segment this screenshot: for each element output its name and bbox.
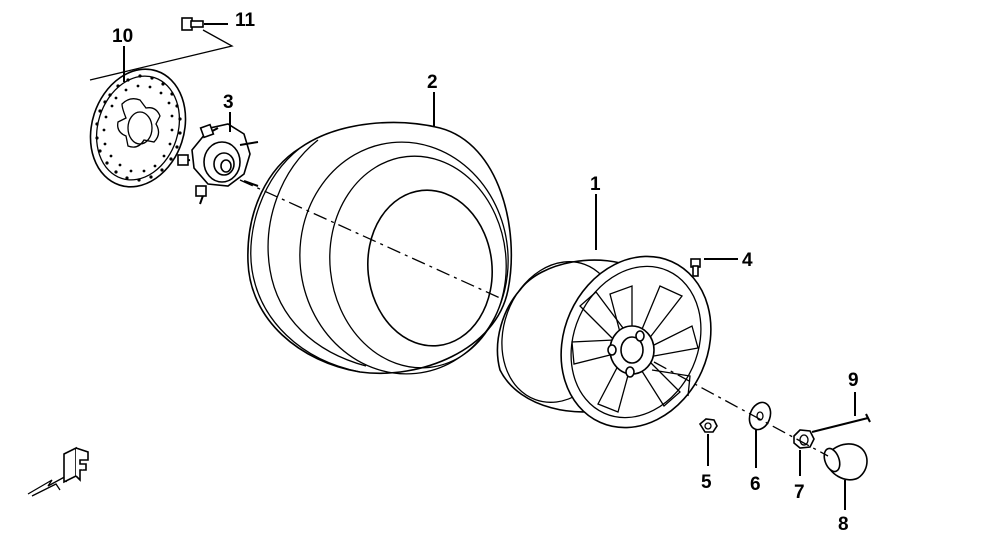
callout-10: 10	[112, 26, 133, 47]
callout-5: 5	[701, 472, 712, 493]
wheel-hub	[177, 123, 259, 205]
tire	[247, 121, 513, 375]
lug-nut	[698, 418, 718, 433]
assembly-axis-lines	[239, 179, 829, 457]
valve-stem	[690, 258, 701, 277]
wheel-rim	[496, 255, 712, 429]
disc-bolt	[181, 17, 204, 31]
callout-4: 4	[742, 250, 753, 271]
callout-9: 9	[848, 370, 859, 391]
callout-1: 1	[590, 174, 601, 195]
cotter-pin	[811, 413, 871, 433]
hub-cap	[823, 443, 868, 481]
callout-3: 3	[223, 92, 234, 113]
leader-lines	[89, 23, 856, 510]
castle-nut	[793, 429, 815, 449]
callout-2: 2	[427, 72, 438, 93]
callout-7: 7	[794, 482, 805, 503]
callout-11: 11	[235, 10, 256, 31]
front-direction-arrow-icon	[27, 446, 89, 497]
washer	[748, 401, 772, 431]
callout-8: 8	[838, 514, 849, 535]
callout-6: 6	[750, 474, 761, 495]
brake-disc	[89, 68, 187, 188]
front-direction-letter: F	[82, 469, 83, 471]
